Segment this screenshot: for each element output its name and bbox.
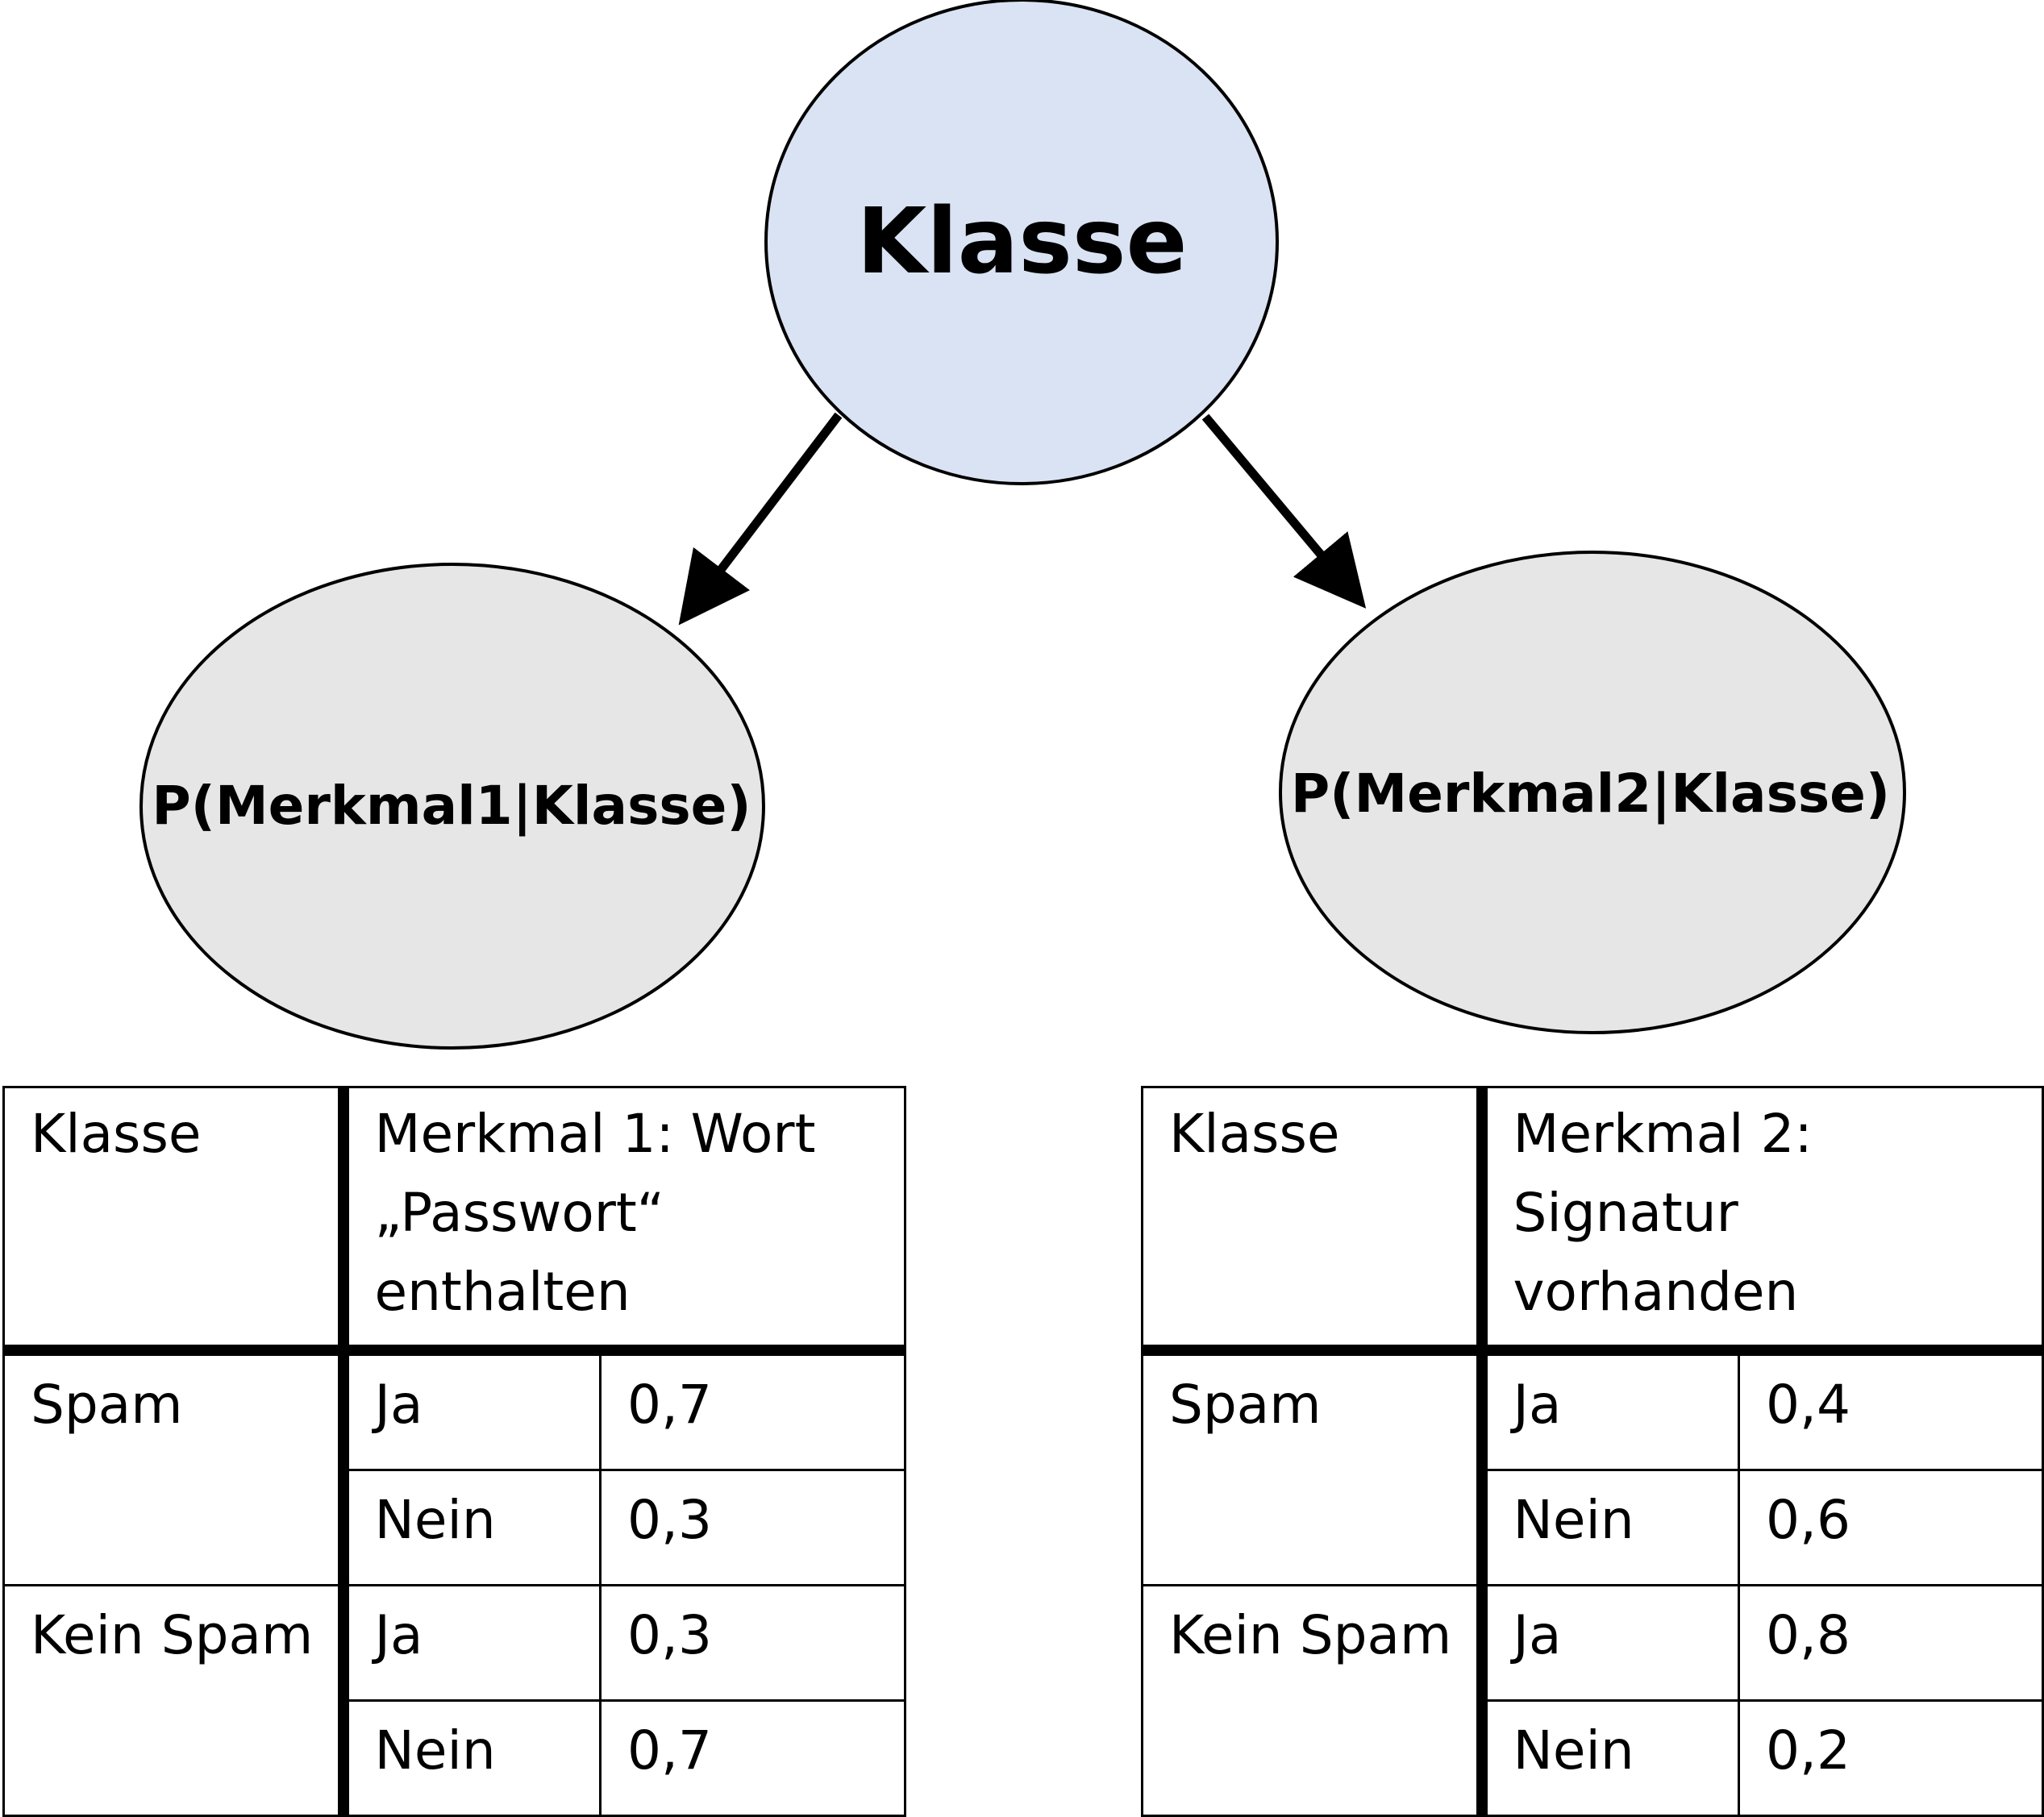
node-merkmal2 — [1279, 551, 1906, 1034]
header-merkmal: Merkmal 1: Wort „Passwort“ enthalten — [341, 1086, 907, 1356]
cell-value: Ja — [1480, 1349, 1740, 1471]
edge-klasse-merkmal2 — [1201, 414, 1367, 609]
cell-value: Ja — [342, 1349, 602, 1471]
cell-probability: 0,3 — [598, 1469, 907, 1586]
cell-value: Nein — [1480, 1469, 1740, 1586]
node-klasse — [764, 0, 1279, 485]
node-label-klasse: Klasse — [856, 189, 1188, 294]
cell-probability: 0,2 — [1738, 1699, 2044, 1817]
cell-value: Ja — [342, 1584, 602, 1702]
header-klasse: Klasse — [1141, 1086, 1488, 1356]
node-merkmal1 — [139, 563, 765, 1050]
table-row: Kein Spam Ja 0,8 — [1141, 1584, 2044, 1817]
cell-klasse: Spam — [2, 1349, 349, 1586]
cell-value: Nein — [342, 1469, 602, 1586]
table-row: Kein Spam Ja 0,3 — [2, 1584, 907, 1817]
cell-value: Nein — [1480, 1699, 1740, 1817]
header-merkmal: Merkmal 2: Signatur vorhanden — [1480, 1086, 2044, 1356]
header-klasse: Klasse — [2, 1086, 349, 1356]
edge-klasse-merkmal1 — [678, 412, 843, 626]
table-row: Nein 0,7 — [4, 1699, 907, 1817]
cell-probability: 0,4 — [1738, 1349, 2044, 1471]
bayes-network-diagram — [139, 0, 1906, 1050]
table-row: Spam Ja 0,7 — [2, 1349, 907, 1586]
cell-klasse: Kein Spam — [2, 1584, 349, 1817]
cell-probability: 0,7 — [598, 1699, 907, 1817]
cell-probability: 0,3 — [598, 1584, 907, 1702]
node-label-merkmal1: P(Merkmal1|Klasse) — [152, 775, 751, 837]
cell-value: Nein — [342, 1699, 602, 1817]
cell-probability: 0,7 — [598, 1349, 907, 1471]
cpt-table-merkmal2: Klasse Merkmal 2: Signatur vorhanden Spa… — [1141, 1086, 2044, 1817]
node-label-merkmal2: P(Merkmal2|Klasse) — [1290, 763, 1891, 825]
cpt-table-merkmal1: Klasse Merkmal 1: Wort „Passwort“ enthal… — [2, 1086, 907, 1817]
cell-klasse: Spam — [1141, 1349, 1488, 1586]
table-header-row: Klasse Merkmal 2: Signatur vorhanden — [1141, 1086, 2044, 1356]
cell-klasse: Kein Spam — [1141, 1584, 1488, 1817]
table-header-row: Klasse Merkmal 1: Wort „Passwort“ enthal… — [2, 1086, 907, 1356]
table-row: Nein 0,2 — [1143, 1699, 2044, 1817]
table-row: Nein 0,6 — [1143, 1469, 2044, 1586]
cell-probability: 0,8 — [1738, 1584, 2044, 1702]
cell-value: Ja — [1480, 1584, 1740, 1702]
table-row: Nein 0,3 — [4, 1469, 907, 1586]
cell-probability: 0,6 — [1738, 1469, 2044, 1586]
table-row: Spam Ja 0,4 — [1141, 1349, 2044, 1586]
